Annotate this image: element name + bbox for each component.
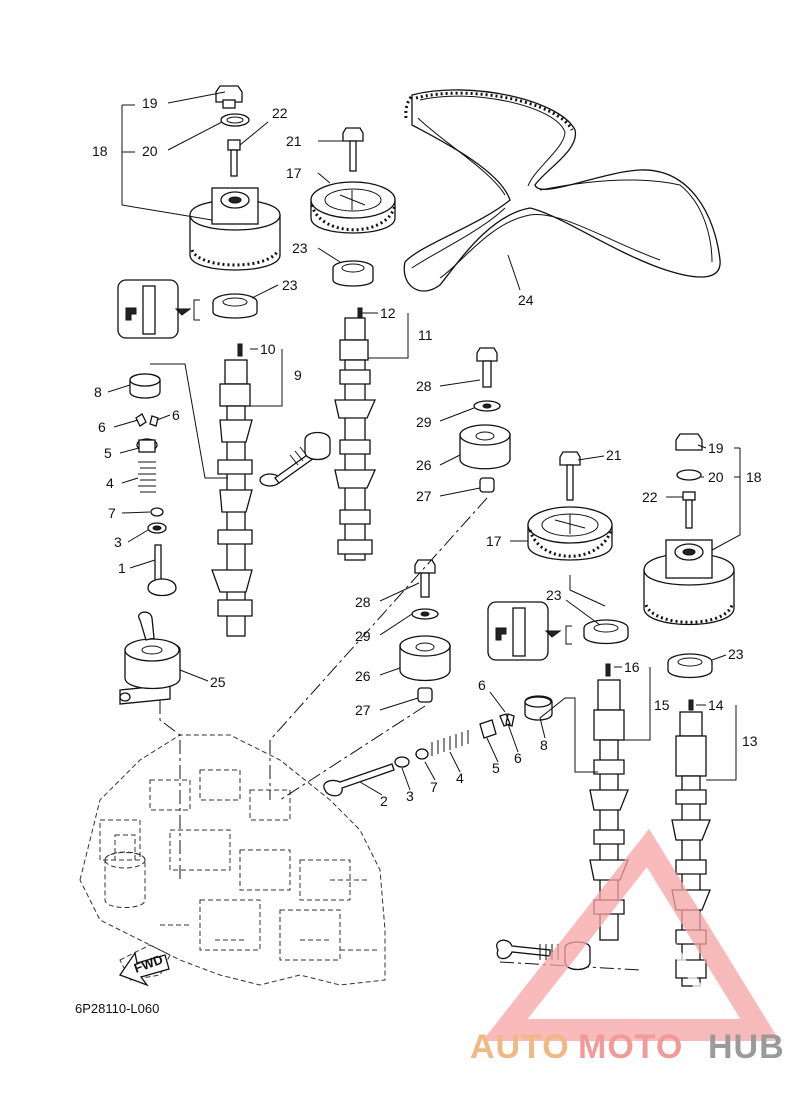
callout-10: 10 [260, 341, 276, 357]
callout-12: 12 [380, 305, 396, 321]
callout-24: 24 [518, 292, 534, 308]
lash-stack-upper [459, 347, 511, 493]
callout-23c: 23 [546, 587, 562, 603]
callout-7b: 7 [430, 779, 438, 795]
callout-25: 25 [210, 674, 226, 690]
diagram-code: 6P28110-L060 [75, 1001, 159, 1016]
camshaft-9 [211, 343, 253, 637]
callout-22a: 22 [272, 105, 288, 121]
callout-28b: 28 [355, 594, 371, 610]
callout-5b: 5 [492, 760, 500, 776]
vct-pulley-right [643, 433, 735, 626]
callout-3b: 3 [406, 788, 414, 804]
callout-4a: 4 [106, 475, 114, 491]
callout-18b: 18 [746, 469, 762, 485]
callout-17b: 17 [486, 533, 502, 549]
camshaft-11 [334, 307, 377, 561]
valve-group-left [129, 373, 177, 597]
valve-group-mid [259, 431, 331, 487]
callout-11: 11 [418, 327, 433, 343]
callout-27a: 27 [416, 488, 432, 504]
callout-8a: 8 [94, 384, 102, 400]
callout-21a: 21 [286, 133, 302, 149]
vct-pulley-left [189, 85, 281, 271]
callout-15: 15 [654, 697, 670, 713]
callout-16: 16 [624, 659, 640, 675]
callout-23a: 23 [292, 240, 308, 256]
callout-19a: 19 [142, 95, 158, 111]
callout-9: 9 [294, 367, 302, 383]
callout-26a: 26 [416, 457, 432, 473]
callout-17a: 17 [286, 165, 302, 181]
callout-4b: 4 [456, 770, 464, 786]
callout-29a: 29 [416, 414, 432, 430]
cylinder-head-outline [79, 734, 386, 986]
callout-8b: 8 [540, 737, 548, 753]
watermark-text: AUTO MOTO HUB [470, 1028, 785, 1066]
watermark-moto: MOTO [578, 1028, 683, 1066]
belt-tensioner [119, 611, 181, 705]
lash-stack-lower [399, 559, 451, 703]
callout-6d: 6 [514, 750, 522, 766]
callout-23b: 23 [282, 277, 298, 293]
callout-28a: 28 [416, 378, 432, 394]
callout-19b: 19 [708, 440, 724, 456]
callout-6c: 6 [478, 677, 486, 693]
callout-5a: 5 [104, 445, 112, 461]
callout-labels: 19 20 18 22 21 17 23 23 12 11 10 9 8 6 6… [92, 95, 762, 809]
fwd-arrow-icon [118, 951, 170, 987]
callout-29b: 29 [355, 628, 371, 644]
cam-sprocket-lower [527, 451, 613, 561]
callout-14: 14 [708, 697, 724, 713]
callout-3a: 3 [114, 534, 122, 550]
callout-7a: 7 [108, 505, 116, 521]
callout-18a: 18 [92, 143, 108, 159]
callout-21b: 21 [606, 447, 622, 463]
camshaft-13 [671, 699, 711, 987]
callout-6b: 6 [172, 407, 180, 423]
oil-seal-left [117, 279, 258, 339]
oil-seal-right [487, 601, 713, 679]
leader-lines [107, 91, 741, 796]
watermark-auto: AUTO [470, 1028, 570, 1066]
callout-2: 2 [380, 793, 388, 809]
callout-6a: 6 [98, 419, 106, 435]
valve-group-lower [323, 695, 553, 797]
callout-20b: 20 [708, 469, 724, 485]
callout-1: 1 [118, 560, 126, 576]
callout-27b: 27 [355, 702, 371, 718]
timing-belt [403, 89, 721, 292]
callout-23d: 23 [728, 646, 744, 662]
callout-26b: 26 [355, 668, 371, 684]
callout-22b: 22 [642, 489, 658, 505]
watermark-logo [482, 828, 780, 1041]
callout-13: 13 [742, 733, 758, 749]
watermark-hub: HUB [708, 1028, 785, 1066]
cam-sprocket-upper [310, 127, 397, 287]
callout-20a: 20 [142, 143, 158, 159]
